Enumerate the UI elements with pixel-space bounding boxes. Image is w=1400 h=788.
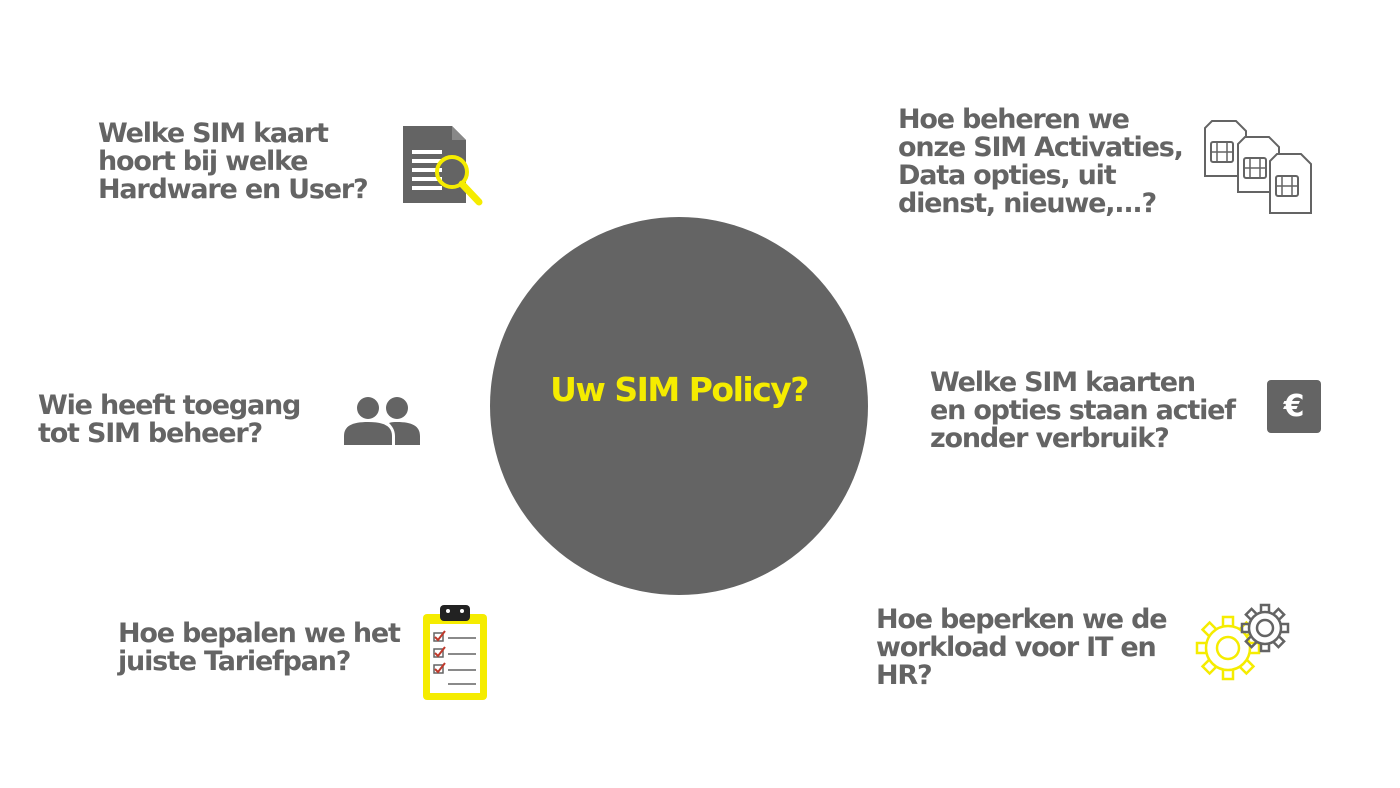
question-line: Hoe beperken we de bbox=[876, 604, 1168, 635]
question-line: Hardware en User? bbox=[98, 174, 369, 205]
question-line: onze SIM Activaties, bbox=[898, 132, 1184, 163]
question-workload: Hoe beperken we de workload voor IT en H… bbox=[876, 604, 1168, 691]
clipboard-checklist-icon bbox=[423, 605, 487, 700]
center-circle bbox=[490, 217, 868, 595]
question-line: dienst, nieuwe,...? bbox=[898, 188, 1157, 219]
question-line: hoort bij welke bbox=[98, 146, 308, 177]
question-access: Wie heeft toegang tot SIM beheer? bbox=[38, 390, 301, 449]
question-line: tot SIM beheer? bbox=[38, 418, 263, 449]
question-line: Welke SIM kaart bbox=[98, 118, 329, 149]
question-inactive-sims: Welke SIM kaarten en opties staan actief… bbox=[930, 367, 1236, 454]
question-line: zonder verbruik? bbox=[930, 423, 1170, 454]
document-search-icon bbox=[403, 126, 483, 206]
question-line: Hoe bepalen we het bbox=[118, 618, 401, 649]
euro-icon: € bbox=[1267, 380, 1321, 433]
euro-symbol: € bbox=[1283, 389, 1305, 424]
question-sim-hardware-user: Welke SIM kaart hoort bij welke Hardware… bbox=[98, 118, 369, 205]
question-line: Hoe beheren we bbox=[898, 104, 1130, 135]
question-line: en opties staan actief bbox=[930, 395, 1236, 426]
question-sim-activations: Hoe beheren we onze SIM Activaties, Data… bbox=[898, 104, 1184, 219]
users-icon bbox=[344, 397, 420, 445]
question-tariff-plan: Hoe bepalen we het juiste Tariefpan? bbox=[118, 618, 401, 677]
gears-icon bbox=[1195, 603, 1290, 681]
question-line: Wie heeft toegang bbox=[38, 390, 301, 421]
sim-cards-icon bbox=[1204, 120, 1312, 214]
center-title: Uw SIM Policy? bbox=[550, 370, 809, 409]
question-line: Welke SIM kaarten bbox=[930, 367, 1196, 398]
question-line: Data opties, uit bbox=[898, 160, 1117, 191]
question-line: workload voor IT en bbox=[876, 632, 1157, 663]
question-line: HR? bbox=[876, 660, 933, 691]
question-line: juiste Tariefpan? bbox=[118, 646, 351, 677]
